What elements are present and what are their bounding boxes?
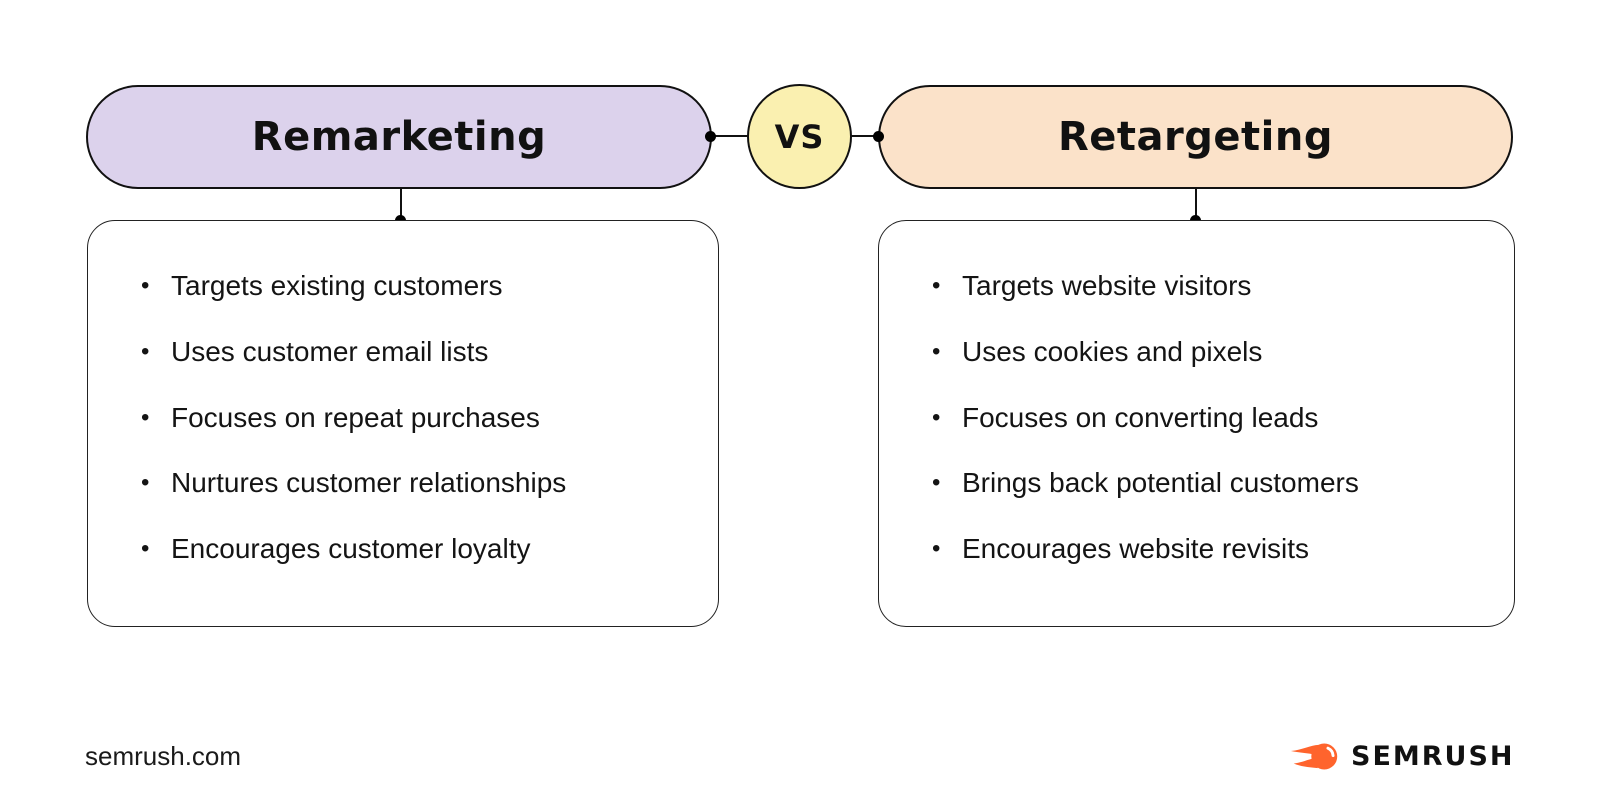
list-item: Uses customer email lists bbox=[88, 335, 708, 368]
retargeting-box: Targets website visitors Uses cookies an… bbox=[878, 220, 1515, 627]
list-item-text: Uses cookies and pixels bbox=[962, 335, 1263, 367]
list-item: Uses cookies and pixels bbox=[879, 335, 1504, 368]
list-item-text: Encourages customer loyalty bbox=[171, 533, 531, 565]
list-item: Nurtures customer relationships bbox=[88, 467, 708, 499]
retargeting-pill: Retargeting bbox=[878, 85, 1513, 189]
list-item: Focuses on repeat purchases bbox=[88, 401, 708, 434]
list-item: Encourages customer loyalty bbox=[88, 533, 708, 565]
vs-circle: VS bbox=[747, 84, 852, 189]
list-item-text: Encourages website revisits bbox=[962, 533, 1310, 565]
connector-line-left-horizontal bbox=[710, 135, 748, 137]
list-item-text: Focuses on repeat purchases bbox=[171, 401, 540, 433]
list-item-text: Targets website visitors bbox=[962, 270, 1252, 301]
list-item-text: Uses customer email lists bbox=[171, 335, 489, 367]
list-item-text: Focuses on converting leads bbox=[962, 401, 1319, 433]
list-item-text: Targets existing customers bbox=[171, 270, 503, 301]
connector-dot-left-pill bbox=[705, 131, 716, 142]
remarketing-list: Targets existing customers Uses customer… bbox=[88, 221, 718, 565]
remarketing-box: Targets existing customers Uses customer… bbox=[87, 220, 719, 627]
website-url: semrush.com bbox=[85, 741, 242, 771]
connector-line-left-vertical bbox=[400, 188, 402, 221]
vs-label: VS bbox=[774, 117, 825, 156]
list-item: Focuses on converting leads bbox=[879, 401, 1504, 434]
list-item-text: Nurtures customer relationships bbox=[171, 467, 567, 499]
connector-dot-right-pill bbox=[873, 131, 884, 142]
retargeting-title: Retargeting bbox=[1058, 114, 1333, 160]
remarketing-pill: Remarketing bbox=[86, 85, 712, 189]
list-item: Targets website visitors bbox=[879, 270, 1504, 302]
list-item: Encourages website revisits bbox=[879, 533, 1504, 565]
remarketing-title: Remarketing bbox=[251, 114, 547, 160]
list-item: Targets existing customers bbox=[88, 270, 708, 302]
brand-logo: SEMRUSH bbox=[1290, 741, 1515, 772]
semrush-flame-icon bbox=[1290, 743, 1338, 770]
retargeting-list: Targets website visitors Uses cookies an… bbox=[879, 221, 1514, 565]
connector-line-right-horizontal bbox=[851, 135, 879, 137]
list-item: Brings back potential customers bbox=[879, 467, 1504, 499]
connector-line-right-vertical bbox=[1195, 188, 1197, 221]
brand-name: SEMRUSH bbox=[1351, 741, 1515, 772]
list-item-text: Brings back potential customers bbox=[962, 467, 1359, 499]
